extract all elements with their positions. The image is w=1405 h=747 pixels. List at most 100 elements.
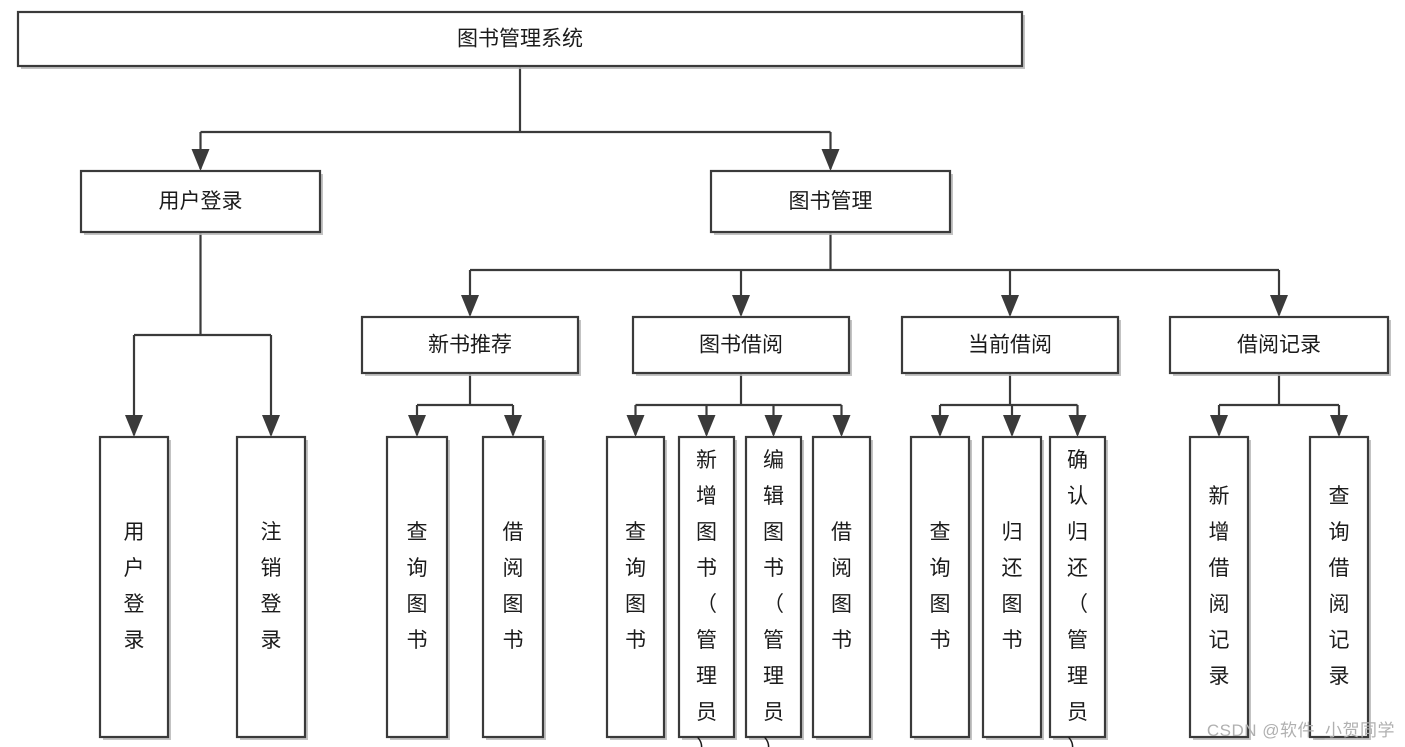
svg-text:新: 新: [1209, 485, 1230, 508]
node-box-borrow[interactable]: [631, 315, 851, 375]
arrow-down-icon: [832, 415, 851, 437]
node-label-record: 借阅记录: [1237, 334, 1321, 357]
node-box-current[interactable]: [900, 315, 1120, 375]
svg-text:）: ）: [763, 737, 784, 747]
node-label-root: 图书管理系统: [457, 28, 583, 51]
node-label-bookmgmt: 图书管理: [789, 190, 873, 213]
node-box-leaf-5[interactable]: [605, 435, 666, 739]
svg-text:图: 图: [407, 593, 428, 616]
node-label-newbook: 新书推荐: [428, 334, 512, 357]
node-box-leaf-10[interactable]: [981, 435, 1043, 739]
svg-text:理: 理: [1067, 665, 1088, 688]
arrow-down-icon: [764, 415, 783, 437]
arrow-down-icon: [697, 415, 716, 437]
svg-text:询: 询: [930, 557, 951, 580]
node-box-leaf-9[interactable]: [909, 435, 971, 739]
node-box-leaf-2[interactable]: [235, 435, 307, 739]
arrow-down-icon: [125, 415, 143, 437]
node-box-leaf-6[interactable]: [677, 435, 736, 739]
node-box-leaf-11[interactable]: [1048, 435, 1107, 739]
svg-text:用: 用: [124, 521, 145, 544]
svg-text:书: 书: [503, 629, 524, 652]
svg-text:理: 理: [696, 665, 717, 688]
node-box-leaf-7[interactable]: [744, 435, 803, 739]
svg-text:（: （: [696, 593, 717, 616]
svg-text:（: （: [1067, 593, 1088, 616]
svg-text:）: ）: [1067, 737, 1088, 747]
svg-text:新: 新: [696, 449, 717, 472]
svg-text:查: 查: [1329, 485, 1350, 508]
node-label-login: 用户登录: [159, 190, 243, 213]
node-box-bookmgmt[interactable]: [709, 169, 952, 234]
svg-text:登: 登: [261, 593, 282, 616]
node-box-leaf-12[interactable]: [1188, 435, 1250, 739]
arrow-down-icon: [732, 295, 750, 317]
svg-text:查: 查: [930, 521, 951, 544]
svg-text:户: 户: [124, 557, 145, 580]
svg-text:图: 图: [930, 593, 951, 616]
svg-text:询: 询: [625, 557, 646, 580]
svg-text:（: （: [763, 593, 784, 616]
svg-text:阅: 阅: [1329, 593, 1350, 616]
svg-text:书: 书: [831, 629, 852, 652]
svg-text:查: 查: [407, 521, 428, 544]
svg-text:借: 借: [503, 521, 524, 544]
svg-text:图: 图: [1002, 593, 1023, 616]
node-box-leaf-4[interactable]: [481, 435, 545, 739]
arrow-down-icon: [931, 415, 949, 437]
svg-text:阅: 阅: [831, 557, 852, 580]
svg-text:认: 认: [1067, 485, 1088, 508]
arrow-down-icon: [1210, 415, 1228, 437]
svg-text:录: 录: [261, 629, 282, 652]
svg-text:记: 记: [1209, 629, 1230, 652]
node-box-leaf-13[interactable]: [1308, 435, 1370, 739]
svg-text:登: 登: [124, 593, 145, 616]
svg-text:辑: 辑: [763, 485, 784, 508]
node-box-record[interactable]: [1168, 315, 1390, 375]
arrow-down-icon: [461, 295, 479, 317]
node-box-leaf-3[interactable]: [385, 435, 449, 739]
node-box-leaf-1[interactable]: [98, 435, 170, 739]
svg-text:还: 还: [1067, 557, 1088, 580]
svg-text:员: 员: [696, 701, 717, 724]
node-box-login[interactable]: [79, 169, 322, 234]
svg-text:管: 管: [1067, 629, 1088, 652]
arrow-down-icon: [1003, 415, 1021, 437]
svg-text:借: 借: [1329, 557, 1350, 580]
arrow-down-icon: [191, 149, 210, 171]
node-box-leaf-8[interactable]: [811, 435, 872, 739]
svg-text:书: 书: [625, 629, 646, 652]
svg-text:书: 书: [696, 557, 717, 580]
svg-text:记: 记: [1329, 629, 1350, 652]
svg-text:增: 增: [696, 485, 717, 508]
svg-text:录: 录: [1209, 665, 1230, 688]
svg-text:还: 还: [1002, 557, 1023, 580]
svg-text:录: 录: [124, 629, 145, 652]
svg-text:员: 员: [763, 701, 784, 724]
arrow-down-icon: [1068, 415, 1087, 437]
svg-text:书: 书: [763, 557, 784, 580]
svg-text:管: 管: [763, 629, 784, 652]
svg-text:增: 增: [1209, 521, 1230, 544]
node-label-current: 当前借阅: [968, 334, 1052, 357]
node-box-root[interactable]: [16, 10, 1024, 68]
arrow-down-icon: [1330, 415, 1348, 437]
connectors-layer: [125, 66, 1348, 437]
svg-text:图: 图: [625, 593, 646, 616]
svg-text:）: ）: [696, 737, 717, 747]
nodes-layer: 图书管理系统用户登录图书管理新书推荐图书借阅当前借阅借阅记录用户登录注销登录查询…: [16, 10, 1391, 747]
node-box-newbook[interactable]: [360, 315, 580, 375]
svg-text:询: 询: [1329, 521, 1350, 544]
